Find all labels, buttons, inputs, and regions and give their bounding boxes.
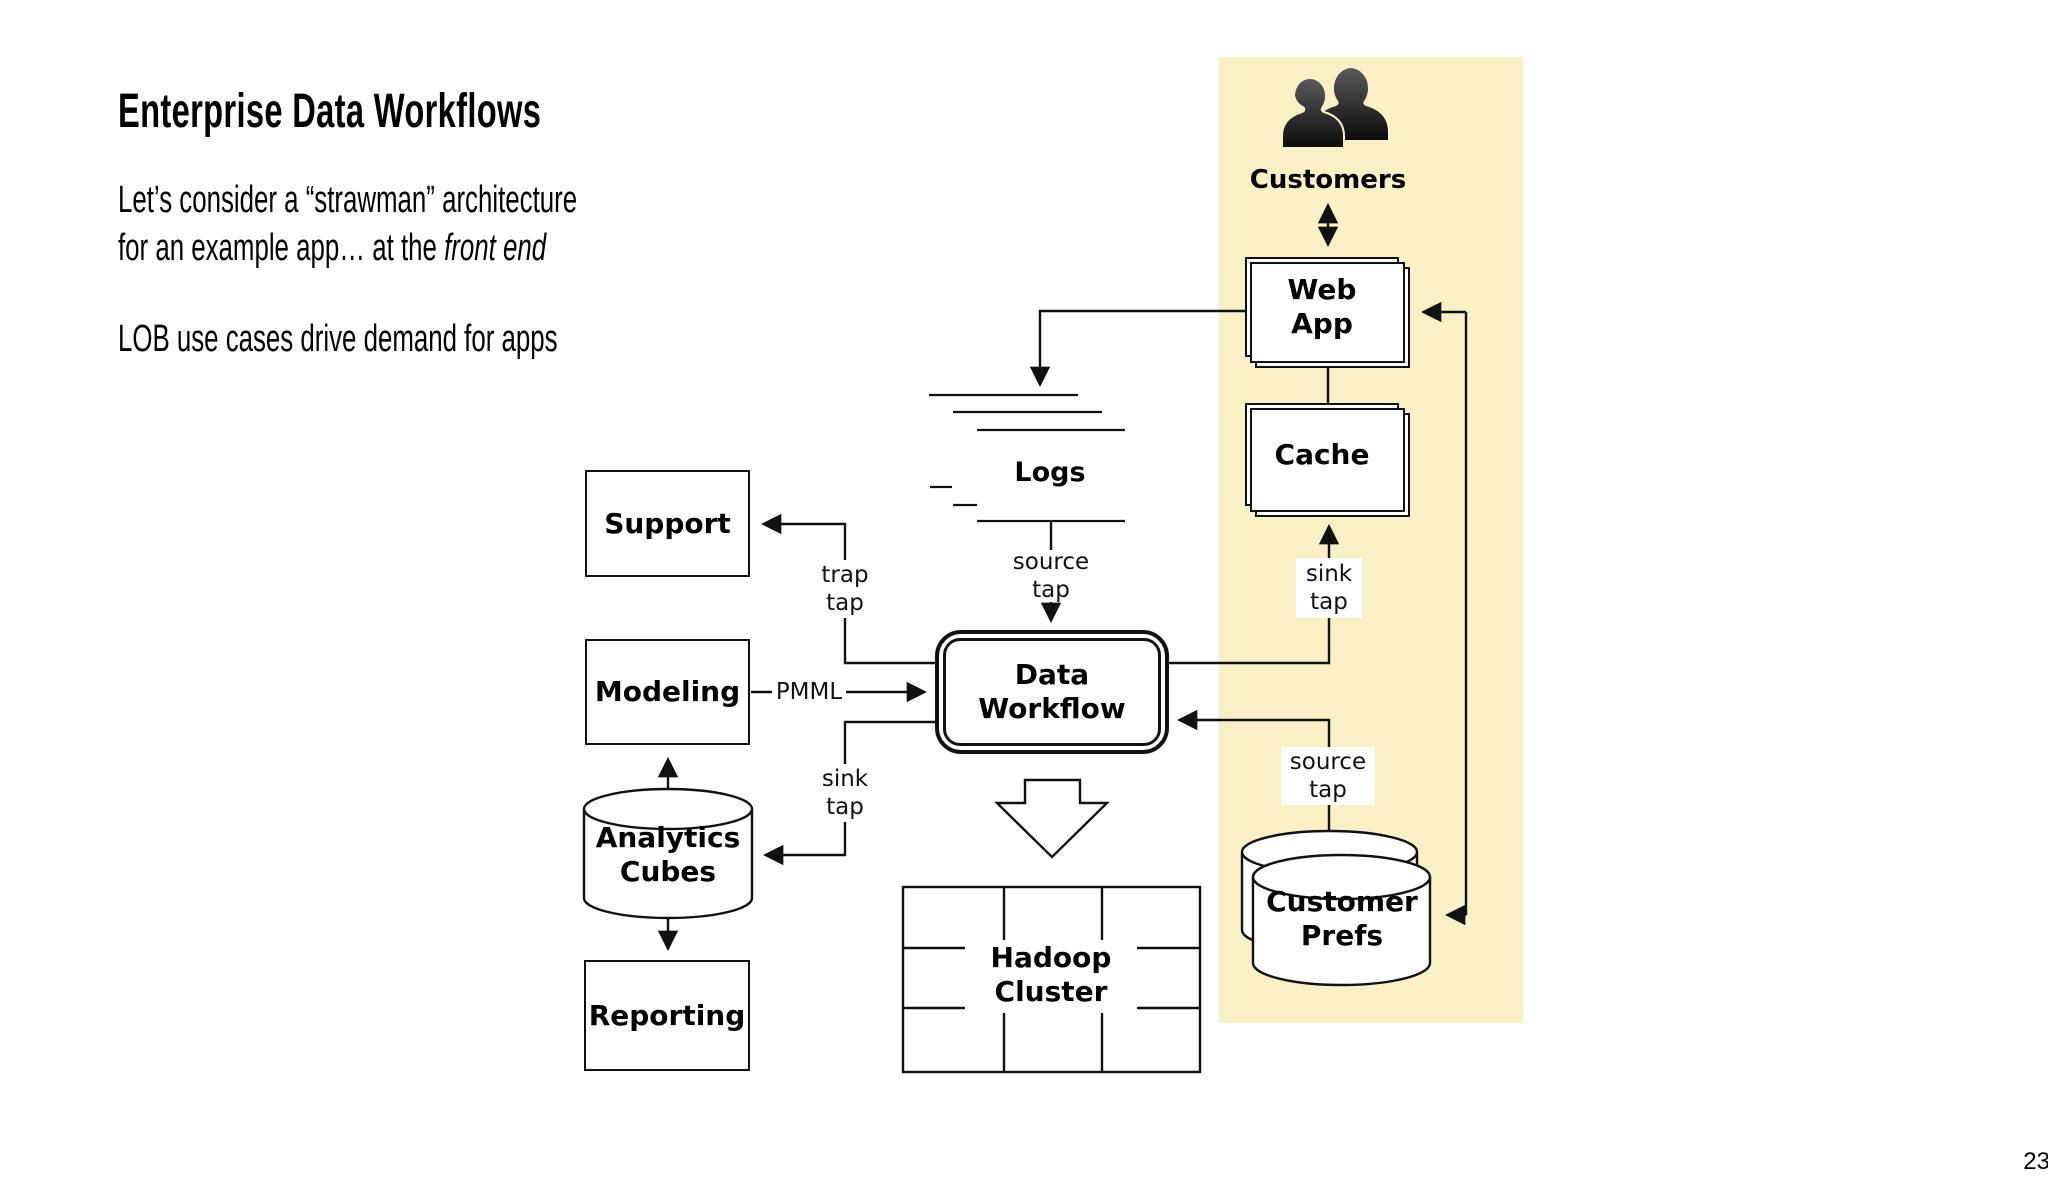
label-source-tap-prefs: source tap	[1281, 747, 1375, 805]
label-sink-tap-cubes: sink tap	[812, 764, 878, 822]
node-analytics-cubes: Analytics Cubes	[595, 821, 741, 888]
label-trap-tap: trap tap	[812, 560, 878, 618]
customer-prefs-cylinder	[1240, 829, 1432, 987]
intro-line-2-italic: front end	[444, 227, 547, 269]
block-arrow-down	[994, 778, 1110, 859]
lob-paragraph: LOB use cases drive demand for apps	[118, 318, 558, 360]
label-sink-tap-cache: sink tap	[1296, 558, 1362, 618]
node-cache: Cache	[1245, 403, 1410, 517]
node-web-app: Web App	[1245, 257, 1410, 368]
analytics-cubes-cylinder	[582, 787, 754, 920]
page-number: 23	[2023, 1148, 2048, 1175]
customers-label: Customers	[1249, 165, 1407, 195]
edge-webapp-logs	[1029, 309, 1245, 388]
logs-icon	[929, 393, 1125, 523]
node-customer-prefs: Customer Prefs	[1266, 885, 1418, 952]
label-pmml: PMML	[772, 676, 846, 708]
page-title: Enterprise Data Workflows	[118, 85, 542, 138]
hadoop-cluster-grid	[901, 885, 1202, 1074]
intro-line-1: Let’s consider a “strawman” architecture	[118, 179, 578, 221]
intro-paragraph: Let’s consider a “strawman” architecture…	[118, 176, 577, 272]
intro-line-2-text: for an example app… at the	[118, 227, 445, 269]
logs-label: Logs	[1014, 457, 1086, 488]
node-support: Support	[585, 470, 750, 577]
customers-icon	[1281, 68, 1388, 149]
node-reporting: Reporting	[584, 960, 750, 1071]
node-modeling: Modeling	[585, 639, 750, 745]
label-source-tap-logs: source tap	[1003, 549, 1099, 603]
node-data-workflow: Data Workflow	[935, 630, 1169, 754]
intro-line-2: for an example app… at the front end	[118, 224, 577, 272]
node-hadoop-cluster: Hadoop Cluster	[990, 941, 1112, 1008]
